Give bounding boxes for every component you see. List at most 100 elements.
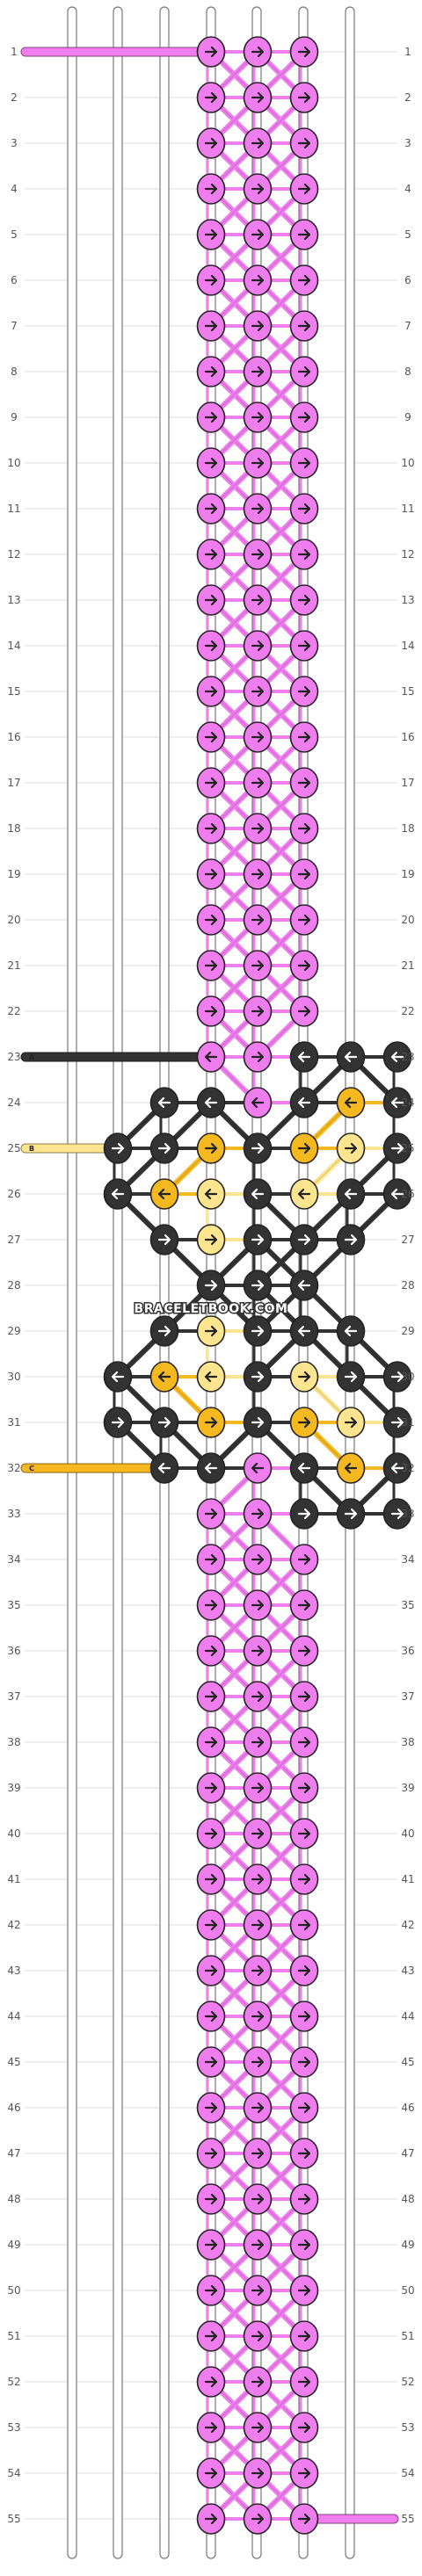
knot[interactable] [243,264,273,296]
knot[interactable] [196,1315,226,1347]
knot[interactable] [243,1407,273,1438]
knot[interactable] [289,2183,319,2215]
knot[interactable] [336,1452,366,1484]
knot[interactable] [196,1681,226,1712]
knot[interactable] [243,1955,273,1986]
knot[interactable] [243,2001,273,2032]
knot[interactable] [243,356,273,387]
knot[interactable] [243,1270,273,1301]
knot[interactable] [196,173,226,205]
knot[interactable] [336,1178,366,1210]
knot[interactable] [196,539,226,570]
knot[interactable] [149,1452,179,1484]
knot[interactable] [196,676,226,707]
knot[interactable] [243,1818,273,1849]
knot[interactable] [336,1361,366,1393]
knot[interactable] [196,813,226,844]
knot[interactable] [289,1863,319,1895]
knot[interactable] [196,2275,226,2306]
knot[interactable] [196,447,226,479]
knot[interactable] [243,539,273,570]
knot[interactable] [103,1178,133,1210]
knot[interactable] [243,1452,273,1484]
knot[interactable] [196,1635,226,1667]
knot[interactable] [289,219,319,250]
knot[interactable] [196,2457,226,2489]
knot[interactable] [196,858,226,890]
knot[interactable] [289,1589,319,1621]
knot[interactable] [289,2457,319,2489]
knot[interactable] [243,1863,273,1895]
knot[interactable] [196,1544,226,1575]
knot[interactable] [196,1452,226,1484]
knot[interactable] [196,1955,226,1986]
knot[interactable] [243,1909,273,1941]
knot[interactable] [196,1224,226,1255]
knot[interactable] [196,950,226,981]
knot[interactable] [336,1498,366,1530]
knot[interactable] [149,1361,179,1393]
knot[interactable] [243,1589,273,1621]
knot[interactable] [196,356,226,387]
knot[interactable] [196,2320,226,2352]
knot[interactable] [289,173,319,205]
knot[interactable] [243,2183,273,2215]
knot[interactable] [243,2320,273,2352]
knot[interactable] [196,1361,226,1393]
knot[interactable] [149,1178,179,1210]
knot[interactable] [289,1361,319,1393]
knot[interactable] [243,127,273,159]
knot[interactable] [196,2001,226,2032]
knot[interactable] [289,1772,319,1804]
knot[interactable] [289,813,319,844]
knot[interactable] [243,1726,273,1758]
knot[interactable] [243,2275,273,2306]
knot[interactable] [243,1178,273,1210]
knot[interactable] [289,1909,319,1941]
knot[interactable] [196,1270,226,1301]
knot[interactable] [196,2229,226,2261]
knot[interactable] [243,219,273,250]
knot[interactable] [196,219,226,250]
knot[interactable] [289,2366,319,2398]
knot[interactable] [289,1178,319,1210]
knot[interactable] [196,2092,226,2124]
knot[interactable] [243,2457,273,2489]
knot[interactable] [196,630,226,662]
knot[interactable] [196,1087,226,1118]
knot[interactable] [336,1407,366,1438]
knot[interactable] [243,676,273,707]
knot[interactable] [149,1132,179,1164]
knot[interactable] [243,447,273,479]
knot[interactable] [289,676,319,707]
knot[interactable] [243,904,273,936]
knot[interactable] [289,1544,319,1575]
knot[interactable] [196,1726,226,1758]
knot[interactable] [289,264,319,296]
knot[interactable] [289,1681,319,1712]
knot[interactable] [196,2138,226,2169]
knot[interactable] [243,1544,273,1575]
knot[interactable] [289,630,319,662]
knot[interactable] [382,1361,412,1393]
knot[interactable] [243,310,273,342]
knot[interactable] [289,1224,319,1255]
knot[interactable] [196,1772,226,1804]
knot[interactable] [243,2092,273,2124]
knot[interactable] [289,950,319,981]
knot[interactable] [289,493,319,525]
knot[interactable] [289,82,319,113]
knot[interactable] [196,2366,226,2398]
knot[interactable] [243,1635,273,1667]
knot[interactable] [336,1315,366,1347]
knot[interactable] [196,2183,226,2215]
knot[interactable] [196,36,226,68]
knot[interactable] [289,402,319,433]
knot[interactable] [289,1955,319,1986]
knot[interactable] [382,1041,412,1073]
knot[interactable] [196,1863,226,1895]
knot[interactable] [289,310,319,342]
knot[interactable] [382,1407,412,1438]
knot[interactable] [243,493,273,525]
knot[interactable] [243,767,273,799]
